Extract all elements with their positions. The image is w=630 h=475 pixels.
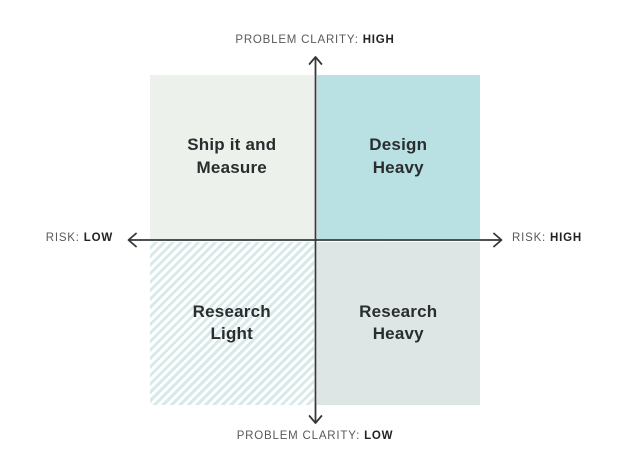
quadrant-label-line2: Heavy xyxy=(372,157,424,177)
x-axis-arrowhead-right-icon xyxy=(493,232,503,248)
x-axis-arrowhead-left-icon xyxy=(127,232,137,248)
quadrant-design-heavy: Design Heavy xyxy=(316,75,480,239)
quadrant-label-line2: Measure xyxy=(196,157,267,177)
y-axis-arrowhead-up-icon xyxy=(308,56,323,65)
quadrant-label-line1: Ship it and xyxy=(187,135,277,155)
quadrant-research-light: Research Light xyxy=(150,241,314,405)
y-axis-bottom-label-value: LOW xyxy=(364,430,394,442)
quadrant-ship-it-and-measure: Ship it and Measure xyxy=(150,75,314,239)
x-axis-left-label-value: LOW xyxy=(83,232,113,244)
quadrant-label-line2: Light xyxy=(210,324,254,344)
quadrant-research-heavy: Research Heavy xyxy=(316,241,480,405)
quadrant-label: Research Light xyxy=(193,301,271,346)
quadrant-label-line1: Design xyxy=(369,135,428,155)
x-axis-right-label-value: HIGH xyxy=(550,232,582,244)
quadrant-label-line1: Research xyxy=(192,301,271,321)
y-axis-top-label-prefix: PROBLEM CLARITY: xyxy=(235,34,359,46)
x-axis-right-label-prefix: RISK: xyxy=(512,232,547,244)
y-axis-bottom-label: PROBLEM CLARITY: LOW xyxy=(150,430,480,442)
quadrant-label-line1: Research xyxy=(359,301,438,321)
x-axis-left-label: RISK: LOW xyxy=(10,232,113,244)
y-axis-arrowhead-down-icon xyxy=(308,415,323,424)
quadrant-grid: Ship it and Measure Design Heavy Researc… xyxy=(150,75,480,405)
y-axis-top-label: PROBLEM CLARITY: HIGH xyxy=(150,34,480,46)
quadrant-label: Design Heavy xyxy=(369,134,427,179)
y-axis-bottom-label-prefix: PROBLEM CLARITY: xyxy=(236,430,361,442)
x-axis-left-label-prefix: RISK: xyxy=(45,232,80,244)
quadrant-label-line2: Heavy xyxy=(372,324,424,344)
quadrant-label: Ship it and Measure xyxy=(187,134,276,179)
y-axis-top-label-value: HIGH xyxy=(362,34,395,46)
quadrant-label: Research Heavy xyxy=(359,301,437,346)
x-axis-right-label: RISK: HIGH xyxy=(512,232,582,244)
